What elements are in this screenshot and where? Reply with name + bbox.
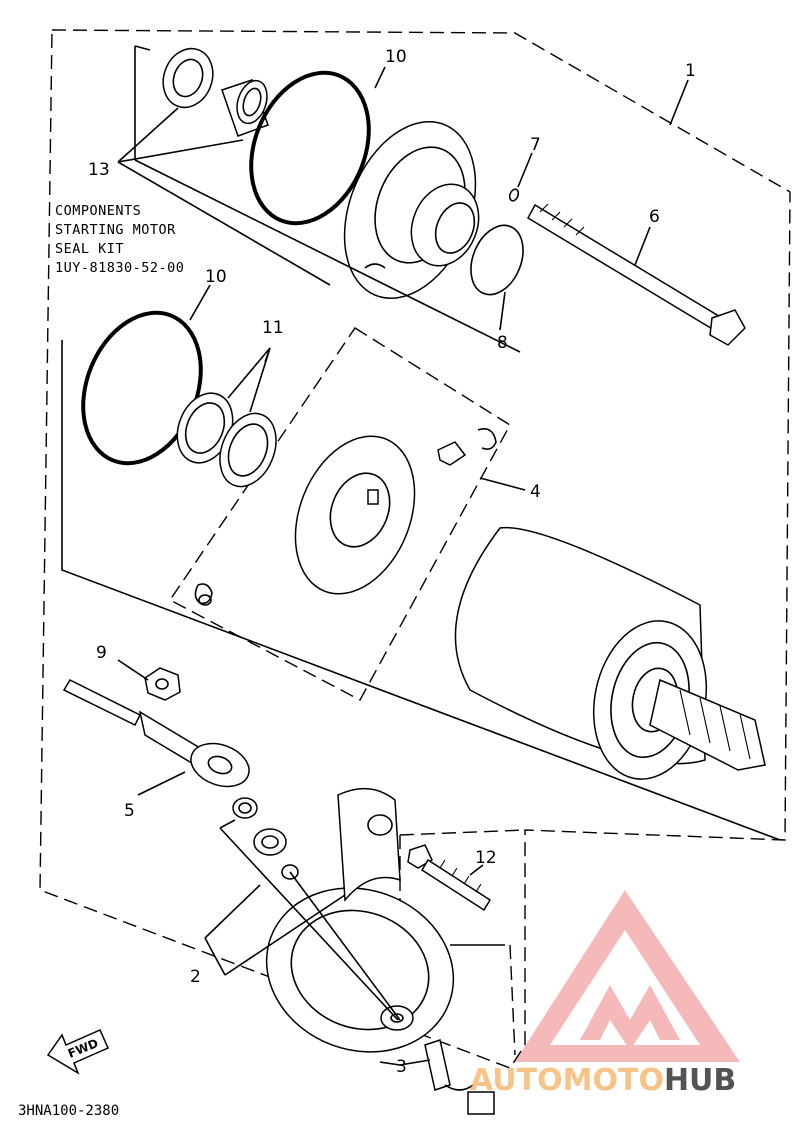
washer-b-hole: [227, 423, 269, 477]
brush-holder-boundary-dashed: [168, 327, 511, 701]
watermark-logo: [515, 890, 740, 1062]
brush-lower: [194, 583, 213, 606]
o-ring-small: [470, 224, 524, 296]
housing-bolt: [407, 844, 492, 912]
callout-10-top: 10: [385, 47, 407, 67]
kit-note-line-3: SEAL KIT: [55, 241, 124, 257]
kit-note-line-1: COMPONENTS: [55, 203, 141, 219]
washer-a-hole: [184, 402, 226, 454]
through-bolt: [527, 203, 746, 346]
kit-note-line-2: STARTING MOTOR: [55, 222, 176, 238]
brush-plate: [294, 435, 416, 595]
callout-5: 5: [124, 801, 135, 821]
callout-13: 13: [88, 160, 110, 180]
watermark-text-part2: HUB: [664, 1063, 736, 1098]
fwd-arrow-icon: FWD: [46, 1029, 109, 1075]
assembly-boundary-dashed: [39, 29, 791, 1069]
terminal-washers: [232, 797, 299, 880]
front-cover: [343, 121, 480, 299]
callout-7: 7: [530, 135, 541, 155]
watermark-m-shape: [580, 985, 680, 1050]
o-ring-large-top: [249, 70, 371, 226]
leader-lines: [61, 45, 781, 1066]
callout-6: 6: [649, 207, 660, 227]
kit-note-line-4: 1UY-81830-52-00: [55, 260, 184, 276]
callout-11: 11: [262, 318, 284, 338]
callout-10-mid: 10: [205, 267, 227, 287]
callout-4: 4: [530, 482, 541, 502]
nut: [144, 667, 181, 701]
callout-9: 9: [96, 643, 107, 663]
callout-8: 8: [497, 333, 508, 353]
starter-cable: [62, 679, 250, 788]
brush-terminal: [424, 1039, 495, 1115]
yoke-armature: [454, 526, 766, 780]
callout-12: 12: [475, 848, 497, 868]
brush-upper: [437, 428, 497, 466]
callout-2: 2: [190, 967, 201, 987]
callout-3: 3: [396, 1057, 407, 1077]
watermark-text: AUTOMOTOHUB: [470, 1063, 736, 1098]
o-ring-tiny: [508, 188, 520, 202]
washer-b: [219, 412, 277, 488]
watermark-text-part1: AUTOMOTO: [470, 1063, 664, 1098]
oil-seal: [162, 47, 214, 109]
needle-bearing: [221, 79, 269, 137]
diagram-code: 3HNA100-2380: [18, 1103, 119, 1119]
callout-1: 1: [685, 61, 696, 81]
